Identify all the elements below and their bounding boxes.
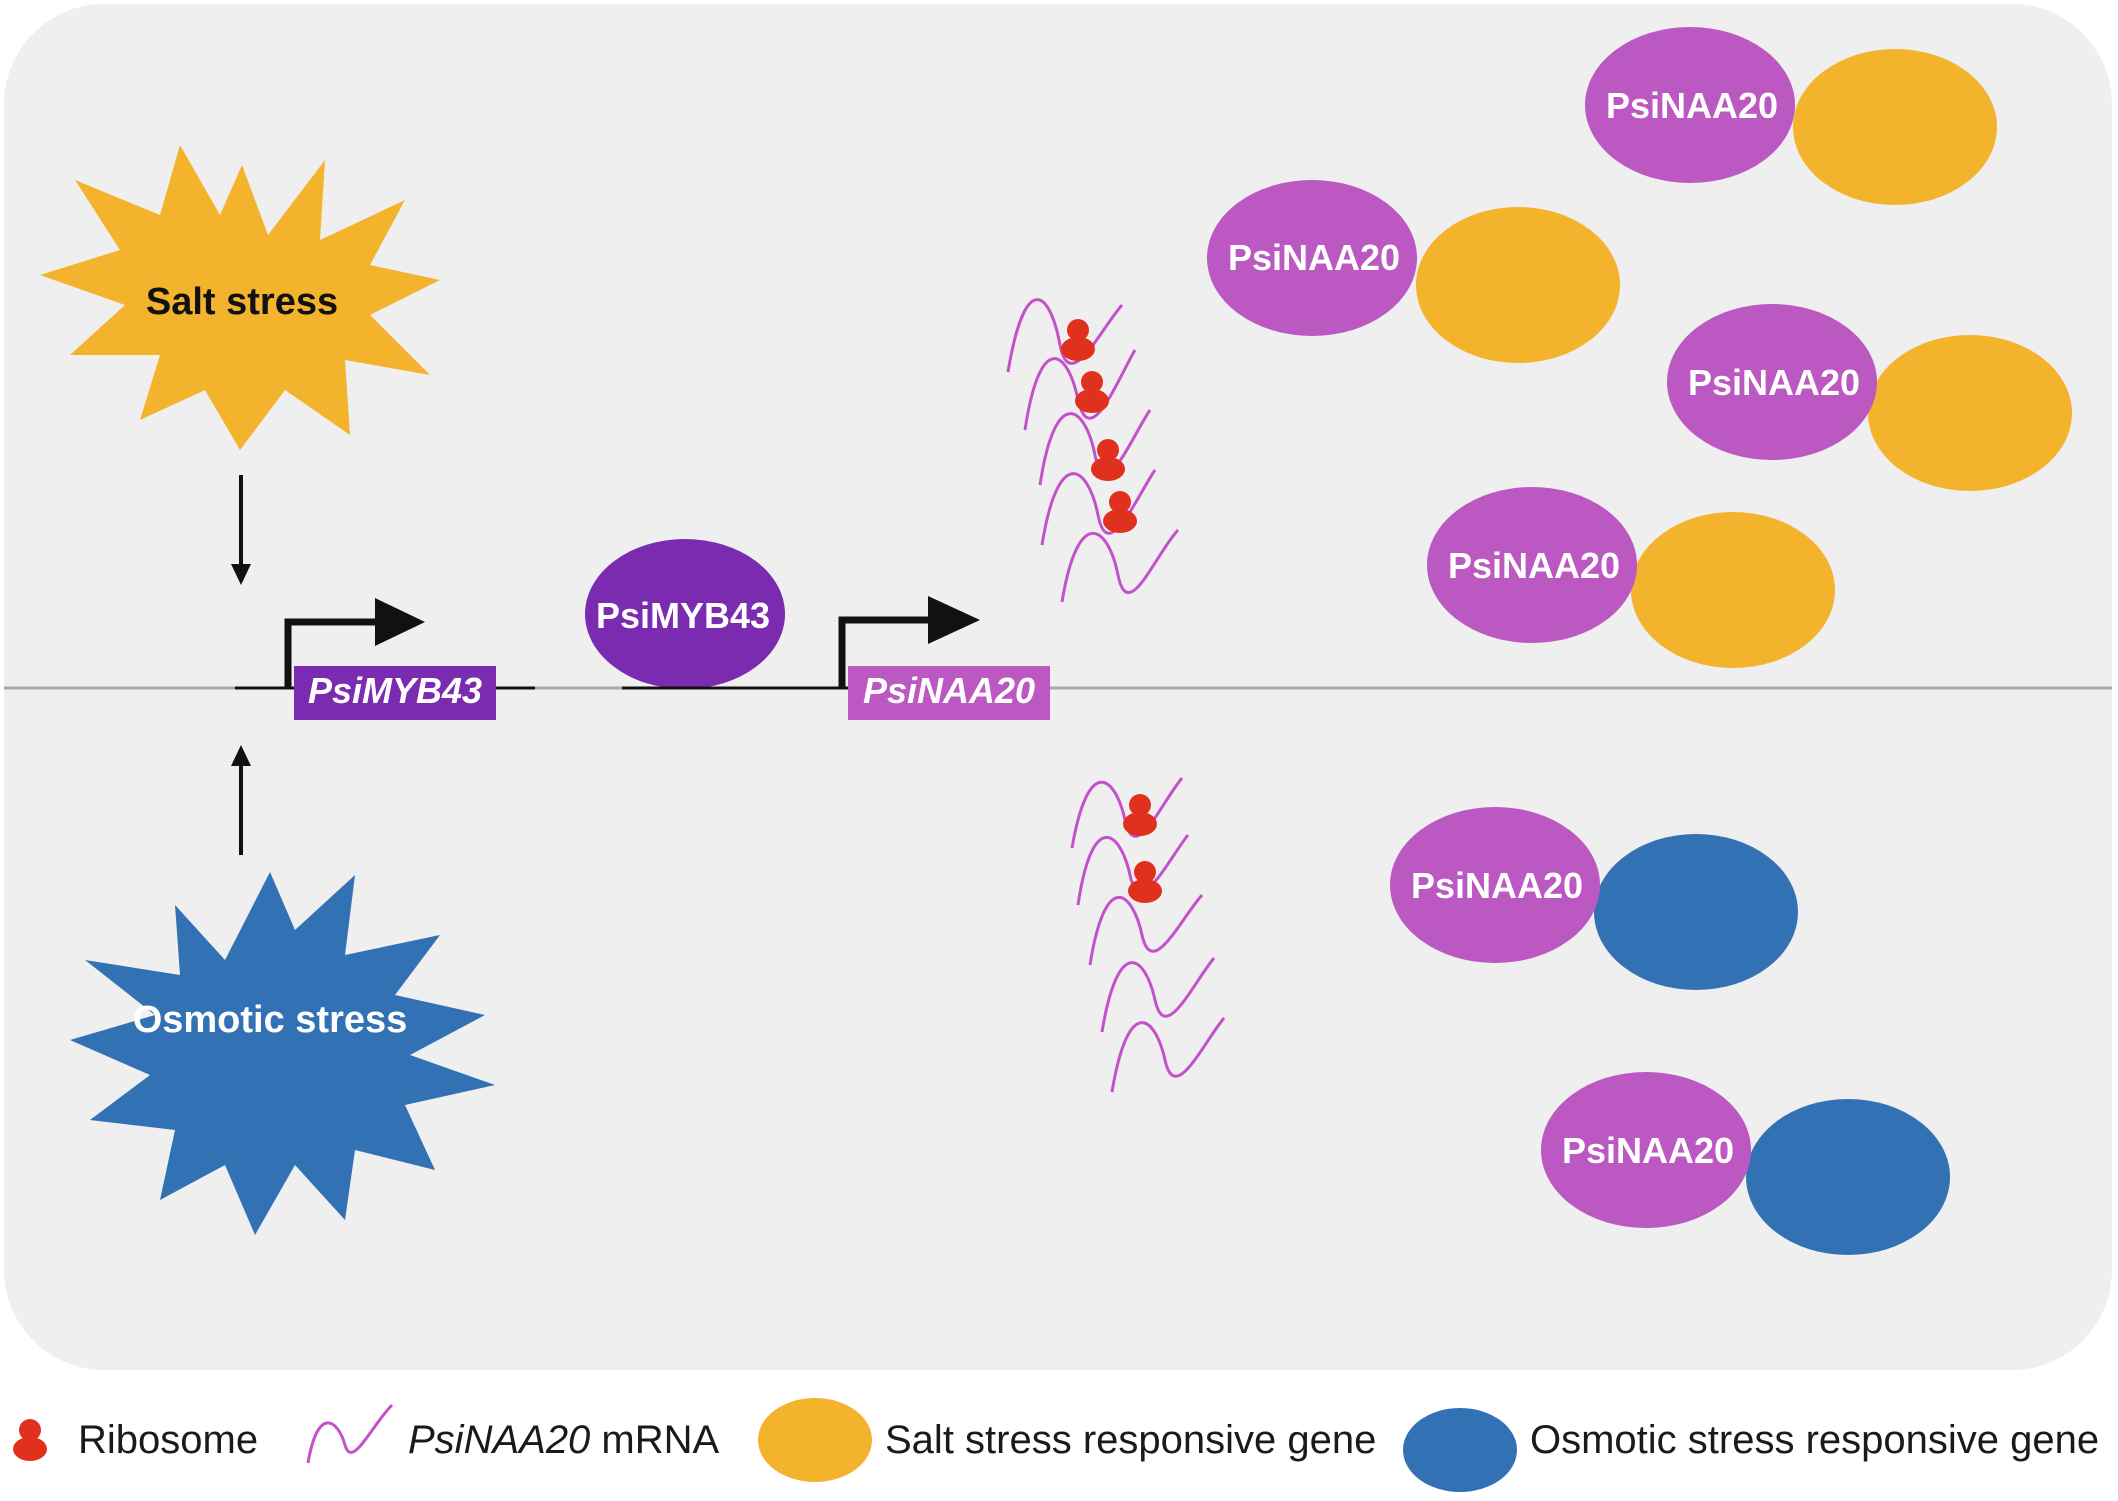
psimyb43-gene: PsiMYB43 (235, 598, 535, 720)
salt-complex: PsiNAA20 (1427, 487, 1835, 668)
legend-ribosome-icon (13, 1419, 47, 1461)
salt-complex: PsiNAA20 (1667, 304, 2072, 491)
psinaa20-gene-label: PsiNAA20 (863, 670, 1035, 711)
legend-mrna-suffix: mRNA (590, 1418, 720, 1462)
legend-salt-gene-icon (758, 1398, 872, 1482)
osmotic-complex: PsiNAA20 (1390, 807, 1798, 990)
mrna-cluster-salt (1006, 298, 1180, 603)
legend-mrna-label: PsiNAA20 mRNA (408, 1418, 719, 1463)
psinaa20-protein-label: PsiNAA20 (1606, 85, 1778, 126)
psinaa20-protein-label: PsiNAA20 (1688, 362, 1860, 403)
osmotic-complex: PsiNAA20 (1541, 1072, 1950, 1255)
salt-arrow (231, 475, 251, 585)
psinaa20-protein-label: PsiNAA20 (1562, 1130, 1734, 1171)
psinaa20-protein-label: PsiNAA20 (1448, 545, 1620, 586)
promoter-arrow-icon (375, 598, 425, 646)
osmotic-arrow (231, 745, 251, 855)
psinaa20-protein-label: PsiNAA20 (1411, 865, 1583, 906)
legend-mrna-icon (306, 1403, 394, 1464)
legend-mrna-gene-name: PsiNAA20 (408, 1418, 591, 1462)
psinaa20-gene: PsiNAA20 (622, 596, 1050, 720)
psimyb43-protein-label: PsiMYB43 (596, 595, 770, 636)
osmotic-stress-label: Osmotic stress (133, 999, 408, 1041)
psimyb43-protein: PsiMYB43 (585, 539, 785, 689)
psimyb43-gene-label: PsiMYB43 (308, 670, 482, 711)
salt-stress-burst: Salt stress (40, 145, 440, 450)
psinaa20-protein-label: PsiNAA20 (1228, 237, 1400, 278)
legend-ribosome-label: Ribosome (78, 1418, 259, 1462)
legend-osmotic-gene-icon (1403, 1408, 1517, 1492)
salt-complex: PsiNAA20 (1207, 180, 1620, 363)
legend-osmotic-gene-label: Osmotic stress responsive gene (1530, 1418, 2100, 1462)
salt-complex: PsiNAA20 (1585, 27, 1997, 205)
legend-salt-gene-label: Salt stress responsive gene (885, 1418, 1377, 1462)
osmotic-stress-burst: Osmotic stress (70, 872, 495, 1235)
promoter-arrow-icon (928, 596, 980, 644)
salt-stress-label: Salt stress (146, 281, 338, 323)
